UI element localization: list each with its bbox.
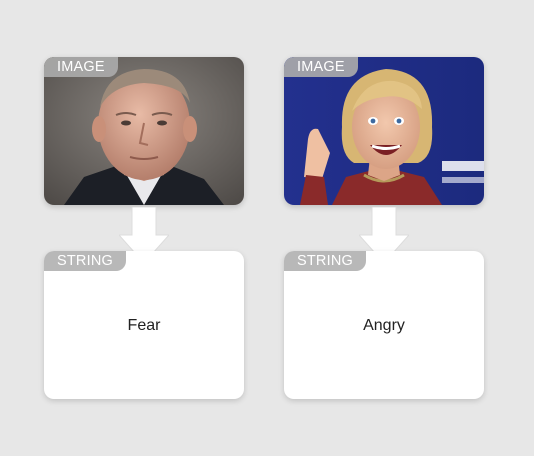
portrait-photo bbox=[284, 57, 484, 205]
pair-column-right: IMAGE STRING Angry bbox=[284, 0, 484, 456]
image-card[interactable]: IMAGE bbox=[44, 57, 244, 205]
down-arrow-icon bbox=[119, 207, 169, 263]
image-type-tag: IMAGE bbox=[284, 57, 358, 77]
string-card[interactable]: STRING Angry bbox=[284, 251, 484, 399]
string-card[interactable]: STRING Fear bbox=[44, 251, 244, 399]
string-value: Angry bbox=[363, 317, 405, 334]
down-arrow-icon bbox=[359, 207, 409, 263]
string-type-tag: STRING bbox=[284, 251, 366, 271]
image-type-tag: IMAGE bbox=[44, 57, 118, 77]
string-type-tag: STRING bbox=[44, 251, 126, 271]
string-value: Fear bbox=[127, 317, 161, 334]
image-card[interactable]: IMAGE bbox=[284, 57, 484, 205]
pair-column-left: IMAGE STRING Fear bbox=[44, 0, 244, 456]
portrait-photo bbox=[44, 57, 244, 205]
